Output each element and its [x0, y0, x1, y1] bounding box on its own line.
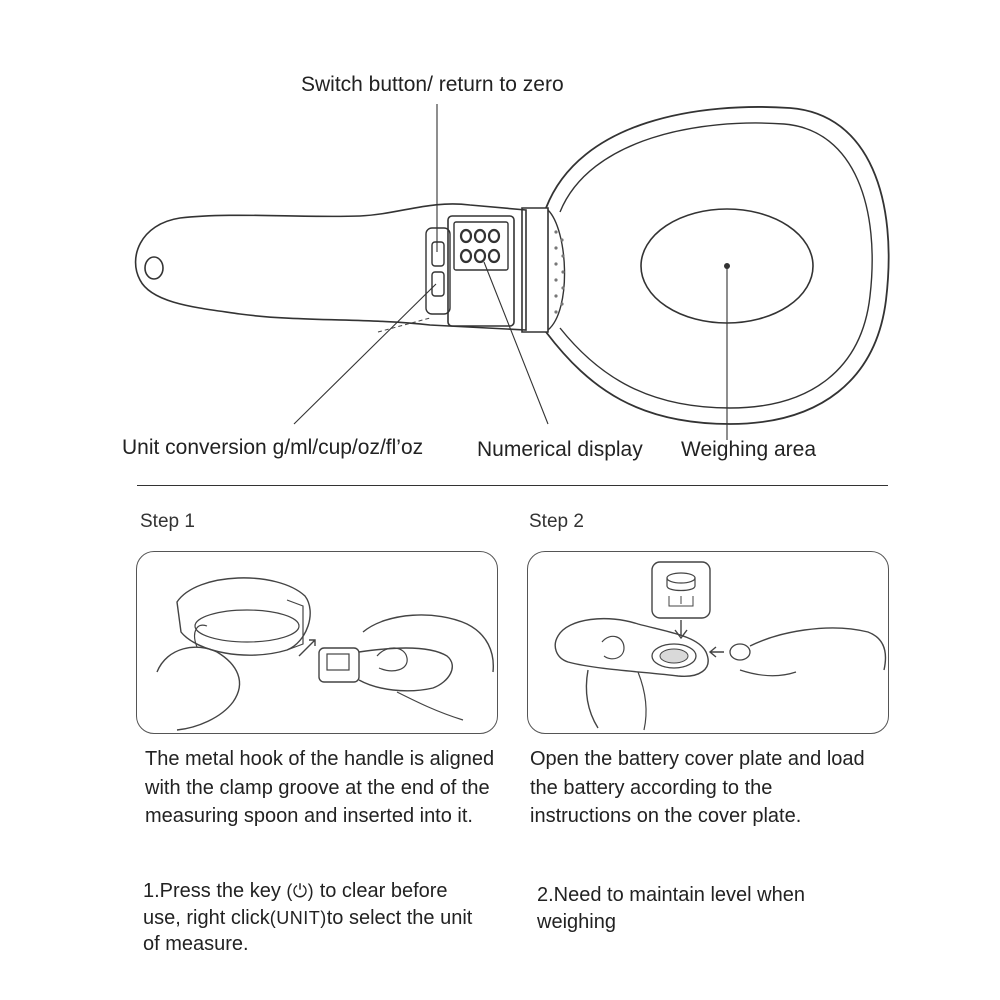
spoon-handle [134, 203, 527, 331]
power-button-icon [431, 241, 445, 267]
step-1-title: Step 1 [140, 511, 195, 532]
power-key-symbol: (⏻) [286, 881, 315, 901]
leader-lines [293, 104, 728, 440]
collar-ring [521, 207, 549, 333]
step-1-instruction: 1.Press the key (⏻) to clear before use,… [143, 878, 488, 958]
callout-switch-button: Switch button/ return to zero [301, 73, 564, 96]
digit-segments [459, 228, 501, 264]
step-2-illustration [527, 551, 889, 734]
spoon-bowl-inner [559, 122, 873, 409]
step-1-illustration [136, 551, 498, 734]
hanging-hole-icon [144, 256, 164, 280]
note-before-text: 1.Press the key [143, 880, 287, 902]
collar-dots [554, 230, 565, 314]
note-after-text: to select the unit of measure. [143, 906, 473, 956]
unit-key-label: (UNIT) [269, 907, 327, 928]
display-housing [447, 215, 515, 327]
button-plate [425, 227, 451, 315]
section-divider [137, 485, 888, 486]
step-2-instruction: 2.Need to maintain level when weighing [537, 884, 805, 933]
callout-weighing-area: Weighing area [681, 438, 817, 461]
note-middle-text: to clear before use, right click [143, 880, 448, 929]
step-2-description: Open the battery cover plate and load th… [530, 748, 865, 827]
step-1-description: The metal hook of the handle is aligned … [145, 748, 495, 827]
display-screen [453, 221, 509, 271]
unit-button-icon [431, 271, 445, 297]
scale-spoon-diagram [134, 104, 890, 440]
spoon-bowl-outer [545, 106, 890, 425]
callout-numerical-display: Numerical display [477, 438, 643, 461]
step-2-title: Step 2 [529, 511, 584, 532]
callout-unit-conversion: Unit conversion g/ml/cup/oz/fl’oz [122, 436, 424, 459]
